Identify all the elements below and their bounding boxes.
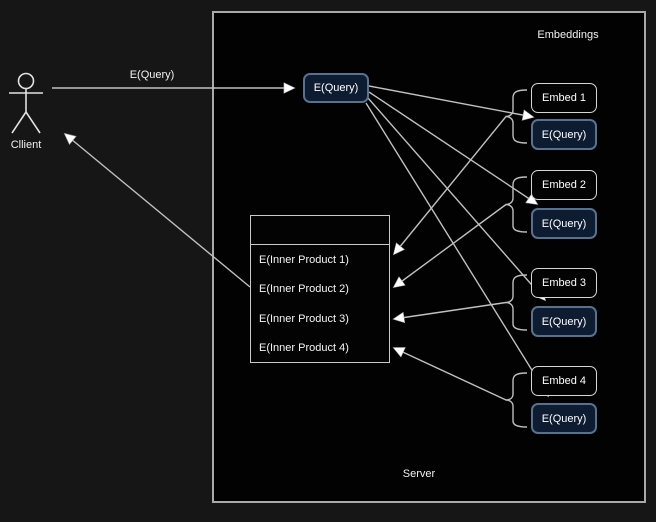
central-query-node: E(Query) [303, 73, 369, 103]
embed-query-node-3: E(Query) [531, 306, 597, 337]
inner-product-row-4: E(Inner Product 4) [259, 342, 349, 355]
embed-node-3: Embed 3 [531, 268, 597, 298]
server-label: Server [402, 468, 436, 480]
embed-query-node-2: E(Query) [531, 208, 597, 239]
inner-product-table: E(Inner Product 1) E(Inner Product 2) E(… [250, 215, 390, 363]
inner-product-row-2: E(Inner Product 2) [259, 283, 349, 296]
request-arrow-label: E(Query) [129, 69, 175, 81]
client-label: Cllient [10, 139, 42, 151]
embeddings-heading: Embeddings [537, 29, 599, 41]
inner-product-row-1: E(Inner Product 1) [259, 253, 349, 266]
embed-node-2: Embed 2 [531, 170, 597, 200]
inner-product-table-header [251, 216, 389, 245]
embed-node-1: Embed 1 [531, 83, 597, 113]
embed-query-node-1: E(Query) [531, 119, 597, 150]
embed-node-4: Embed 4 [531, 366, 597, 396]
embed-query-node-4: E(Query) [531, 403, 597, 434]
client-actor-icon [9, 72, 43, 134]
inner-product-row-3: E(Inner Product 3) [259, 312, 349, 325]
